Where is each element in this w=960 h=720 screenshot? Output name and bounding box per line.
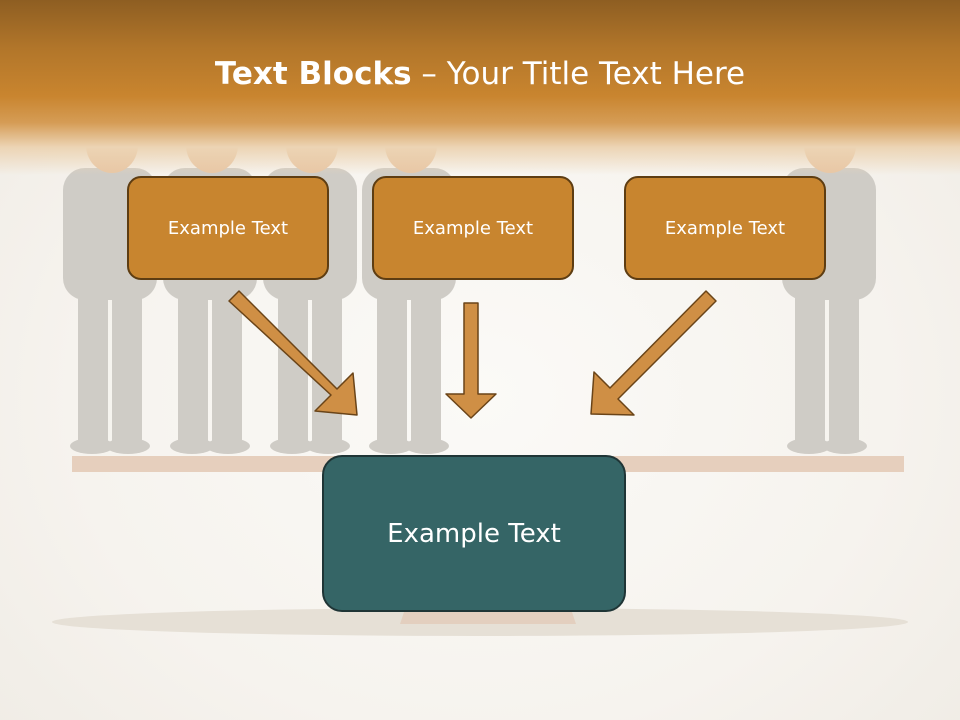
down-left-arrow-icon xyxy=(590,290,717,416)
text-block-top-right[interactable]: Example Text xyxy=(624,176,826,280)
title-rest: Your Title Text Here xyxy=(446,56,746,92)
down-arrow-icon xyxy=(445,302,497,419)
title-banner xyxy=(0,0,960,175)
title-bold: Text Blocks xyxy=(214,56,412,92)
slide-title: Text Blocks – Your Title Text Here xyxy=(0,56,960,92)
title-dash: – xyxy=(411,56,447,92)
text-block-bottom[interactable]: Example Text xyxy=(322,455,626,612)
text-block-top-center[interactable]: Example Text xyxy=(372,176,574,280)
down-right-arrow-icon xyxy=(228,290,358,416)
text-block-top-left[interactable]: Example Text xyxy=(127,176,329,280)
